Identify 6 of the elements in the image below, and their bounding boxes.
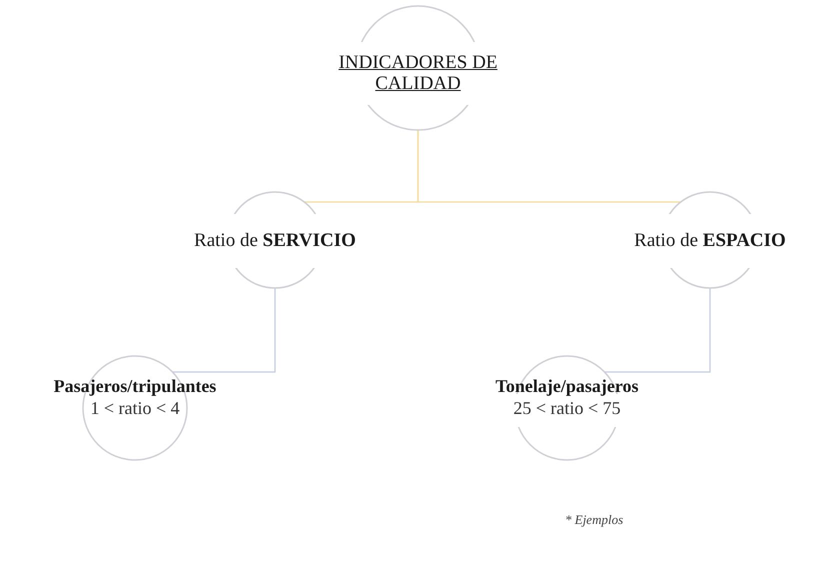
connector-line: [172, 288, 276, 373]
footnote: * Ejemplos: [565, 512, 624, 528]
category-label: Ratio de SERVICIO: [192, 214, 358, 268]
connector-line: [604, 288, 711, 373]
connector-line: [417, 130, 681, 203]
category-label: Ratio de ESPACIO: [632, 214, 788, 268]
